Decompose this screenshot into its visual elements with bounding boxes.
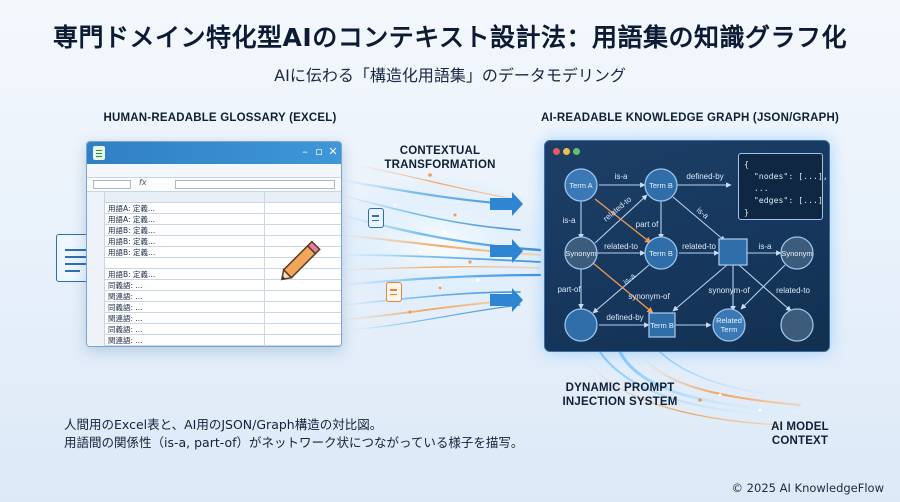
table-row[interactable]: 用語B: 定義... [87,236,341,247]
knowledge-graph [564,168,814,342]
copyright-text: © 2025 AI KnowledgeFlow [731,481,884,495]
description-line-2: 用語間の関係性（is-a, part-of）がネットワーク状につながっている様子… [64,435,524,450]
edge-label: is-a [563,216,576,225]
spreadsheet-toolbar [87,164,341,178]
formula-bar: fx [87,178,341,192]
window-dot-yellow [563,148,570,155]
window-dot-red [553,148,560,155]
graph-section-label: AI-READABLE KNOWLEDGE GRAPH (JSON/GRAPH) [540,112,840,124]
edge-label: is-a [615,172,628,181]
ai-model-context-label: AI MODEL CONTEXT [771,421,829,447]
edge-label: synonym-of [708,286,750,295]
edge-label: is-a [695,205,711,221]
name-box[interactable] [93,180,131,189]
table-row[interactable]: 用語B: 定義... [87,225,341,236]
edge-label: part-of [557,285,581,294]
edge-label: related-to [776,286,810,295]
glossary-section-label: HUMAN-READABLE GLOSSARY (EXCEL) [103,112,337,124]
node-label: Term [721,325,738,334]
grid-header-row [87,192,341,203]
edge-label: synonym-of [628,292,670,301]
node-label: Related [716,316,742,325]
table-row[interactable] [87,258,341,269]
transform-label: CONTEXTUAL TRANSFORMATION [384,145,496,171]
node-label: Term B [649,181,673,190]
glossary-spreadsheet: – ▫ ✕ fx 用語A: 定義... 用語A: 定義... 用語B: 定義..… [86,141,342,347]
document-icon [368,208,384,228]
edge-label: related-to [602,194,634,223]
page-subtitle: AIに伝わる「構造化用語集」のデータモデリング [274,66,626,85]
edge-label: is-a [622,271,638,287]
description-line-1: 人間用のExcel表と、AI用のJSON/Graph構造の対比図。 [64,417,383,432]
table-row[interactable]: 用語A: 定義... [87,214,341,225]
close-icon[interactable]: ✕ [328,145,338,158]
edge-label: related-to [604,242,638,251]
table-row[interactable]: 同義語: ... [87,280,341,291]
node-label: Term B [649,249,673,258]
pencil-icon [280,240,321,281]
node-label: Synonym [781,249,812,258]
node-label: Synonym [565,249,596,258]
table-row[interactable]: 同義語: ... [87,302,341,313]
fx-icon: fx [139,178,147,187]
page-title: 専門ドメイン特化型AIのコンテキスト設計法：用語集の知識グラフ化 [53,23,847,52]
minimize-icon[interactable]: – [302,145,308,158]
document-icon [386,282,402,302]
formula-input[interactable] [175,180,335,189]
table-row[interactable]: 関連語: ... [87,313,341,324]
node-label: Term B [650,321,674,330]
table-row[interactable]: 同義語: ... [87,324,341,335]
table-row[interactable]: 関連語: ... [87,335,341,346]
table-row[interactable]: 関連語: ... [87,291,341,302]
table-row[interactable]: 用語B: 定義... [87,247,341,258]
edge-label: defined-by [606,313,643,322]
table-row[interactable]: 用語B: 定義... [87,269,341,280]
edge-label: part of [636,220,659,229]
edge-label: is-a [759,242,772,251]
json-preview: { "nodes": [...], ... "edges": [...] } [738,153,828,220]
node-label: Term A [569,181,592,190]
graph-node-labels: Term A Term B Synonym Term B Synonym Ter… [557,172,812,334]
excel-icon [93,146,105,160]
table-row[interactable]: 用語A: 定義... [87,203,341,214]
window-dot-green [573,148,580,155]
edge-label: defined-by [686,172,723,181]
maximize-icon[interactable]: ▫ [315,145,323,158]
spreadsheet-titlebar: – ▫ ✕ [87,142,341,164]
glossary-grid: 用語A: 定義... 用語A: 定義... 用語B: 定義... 用語B: 定義… [87,192,341,346]
knowledge-graph-panel: Term A Term B Synonym Term B Synonym Ter… [544,140,830,352]
edge-label: related-to [682,242,716,251]
injection-label: DYNAMIC PROMPT INJECTION SYSTEM [562,382,678,408]
